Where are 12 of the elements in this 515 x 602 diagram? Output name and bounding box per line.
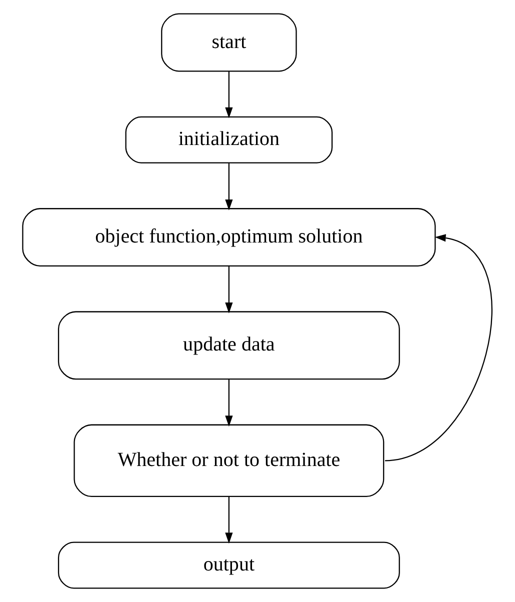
node-box: update data	[58, 311, 400, 380]
node-box: Whether or not to terminate	[74, 424, 384, 498]
node-box: start	[161, 13, 297, 72]
arrow	[225, 379, 233, 427]
node-box: output	[58, 542, 400, 589]
node-box: initialization	[125, 116, 333, 164]
arrow	[225, 496, 233, 544]
node-box: object function,optimum solution	[22, 208, 436, 266]
arrow	[225, 71, 233, 118]
arrow	[225, 266, 233, 314]
arrow	[384, 234, 492, 462]
arrow	[225, 163, 233, 210]
